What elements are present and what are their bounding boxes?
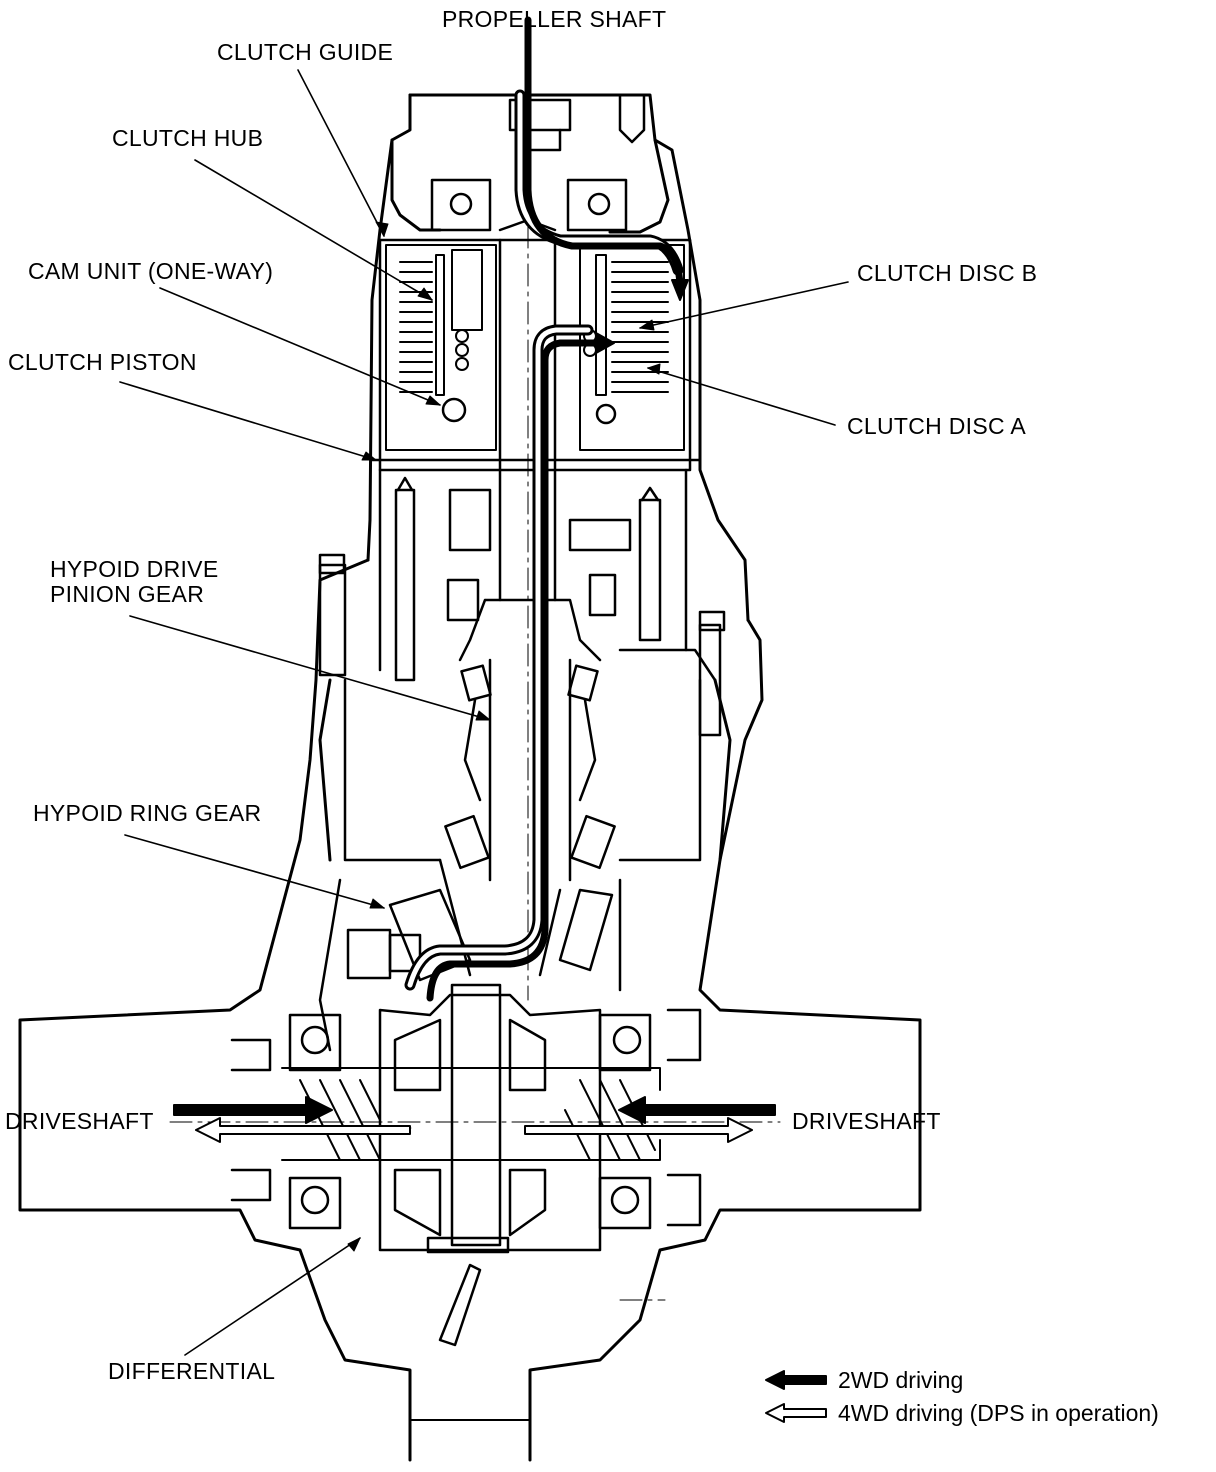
label-differential: DIFFERENTIAL (108, 1358, 276, 1384)
label-clutch-disc-a: CLUTCH DISC A (847, 413, 1026, 439)
label-hypoid-pinion-line2: PINION GEAR (50, 581, 205, 607)
label-driveshaft-right: DRIVESHAFT (792, 1108, 941, 1134)
label-clutch-disc-b: CLUTCH DISC B (857, 260, 1038, 286)
label-propeller-shaft: PROPELLER SHAFT (442, 6, 667, 32)
side-gear-hatching (281, 1067, 661, 1161)
label-hypoid-pinion-line1: HYPOID DRIVE (50, 556, 219, 582)
legend-2wd-label: 2WD driving (838, 1367, 964, 1393)
leader-arrowheads (347, 221, 661, 1252)
label-driveshaft-left: DRIVESHAFT (5, 1108, 154, 1134)
ring-gear (346, 858, 614, 982)
label-clutch-guide: CLUTCH GUIDE (217, 39, 394, 65)
clutch-disc-stack-left (399, 249, 483, 423)
centerlines (169, 149, 781, 1301)
pinion-bearings (444, 664, 616, 870)
driveshaft-right-4wd-arrow (524, 1117, 753, 1143)
differential-case (378, 983, 602, 1347)
pinion-shaft (458, 218, 602, 882)
flow-arrowhead-disc (595, 332, 615, 354)
driveshaft-arrows (173, 1096, 776, 1143)
clutch-disc-stack-right (583, 254, 669, 425)
side-bearings (230, 1008, 702, 1230)
driveshaft-left-4wd-arrow (195, 1117, 411, 1143)
label-hypoid-ring-gear: HYPOID RING GEAR (33, 800, 262, 826)
legend-4wd-label: 4WD driving (DPS in operation) (838, 1400, 1159, 1426)
flow-arrowhead-clutch (671, 279, 689, 301)
power-flow-2wd-path (524, 16, 684, 294)
driveshaft-right-2wd-arrow (618, 1096, 776, 1124)
driveshaft-left-2wd-arrow (173, 1096, 333, 1124)
leader-lines (119, 69, 849, 1356)
legend-4wd-arrow-icon (765, 1403, 827, 1423)
legend-symbols (765, 1370, 827, 1423)
top-bearings (430, 93, 646, 232)
legend-2wd-arrow-icon (765, 1370, 827, 1390)
label-clutch-piston: CLUTCH PISTON (8, 349, 197, 375)
label-clutch-hub: CLUTCH HUB (112, 125, 264, 151)
power-flow-2wd-return (426, 339, 602, 1002)
label-cam-unit: CAM UNIT (ONE-WAY) (28, 258, 274, 284)
lower-housing (18, 558, 922, 1462)
